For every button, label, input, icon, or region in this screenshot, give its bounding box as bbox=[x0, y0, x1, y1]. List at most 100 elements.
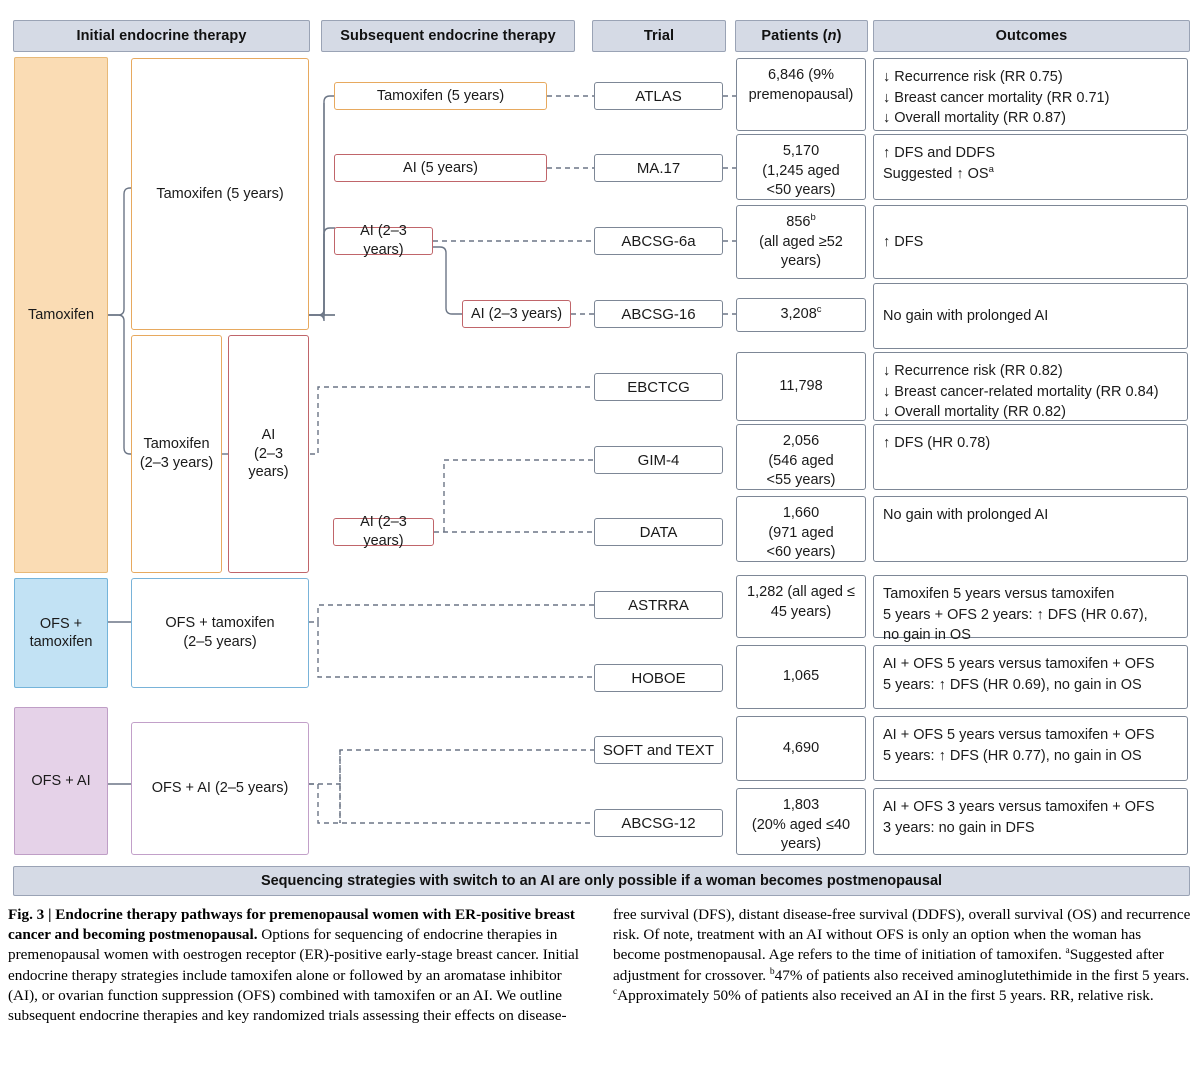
trial-box-abcsg-6a[interactable]: ABCSG-6a bbox=[594, 227, 723, 255]
footnote-marker-b: b bbox=[810, 212, 816, 224]
trial-label: EBCTCG bbox=[627, 378, 690, 396]
trial-box-soft-and-text[interactable]: SOFT and TEXT bbox=[594, 736, 723, 764]
trial-box-gim-4[interactable]: GIM-4 bbox=[594, 446, 723, 474]
footnote-marker-c: c bbox=[816, 304, 822, 316]
trial-box-ma17[interactable]: MA.17 bbox=[594, 154, 723, 182]
patients-box-abcsg-6a: 856b (all aged ≥52 years) bbox=[736, 205, 866, 279]
trial-label: MA.17 bbox=[636, 159, 681, 177]
primary-box-tamoxifen-5-years-label: Tamoxifen (5 years) bbox=[156, 185, 284, 202]
header-subsequent-endocrine-therapy: Subsequent endocrine therapy bbox=[321, 20, 575, 52]
patients-box-astrra: 1,282 (all aged ≤ 45 years) bbox=[736, 575, 866, 638]
primary-box-ofs-ai-2-5-years[interactable]: OFS + AI (2–5 years) bbox=[131, 722, 309, 855]
caption-footnote-c: Approximately 50% of patients also recei… bbox=[617, 986, 1154, 1004]
initial-therapy-ofs-ai[interactable]: OFS + AI bbox=[14, 707, 108, 855]
trial-box-hoboe[interactable]: HOBOE bbox=[594, 664, 723, 692]
outcome-box-abcsg-12: AI + OFS 3 years versus tamoxifen + OFS … bbox=[873, 788, 1188, 855]
patients-box-ebctcg: 11,798 bbox=[736, 352, 866, 421]
subsequent-box-tamoxifen-5-years-label: Tamoxifen (5 years) bbox=[376, 87, 505, 104]
trial-box-astrra[interactable]: ASTRRA bbox=[594, 591, 723, 619]
patients-value: 6,846 (9% premenopausal) bbox=[748, 67, 854, 103]
patients-box-hoboe: 1,065 bbox=[736, 645, 866, 709]
outcome-box-hoboe: AI + OFS 5 years versus tamoxifen + OFS … bbox=[873, 645, 1188, 709]
caption-figure-label: Fig. 3 | bbox=[8, 906, 56, 923]
outcome-box-soft-and-text: AI + OFS 5 years versus tamoxifen + OFS … bbox=[873, 716, 1188, 781]
header-outcomes: Outcomes bbox=[873, 20, 1190, 52]
caption-footnote-a-marker: a bbox=[1065, 946, 1070, 957]
caption-footnote-b: 47% of patients also received aminoglute… bbox=[774, 966, 1190, 984]
header-trial: Trial bbox=[592, 20, 726, 52]
primary-box-ofs-tamoxifen-2-5-years-label: OFS + tamoxifen (2–5 years) bbox=[165, 615, 275, 650]
trial-box-abcsg-12[interactable]: ABCSG-12 bbox=[594, 809, 723, 837]
trial-label: HOBOE bbox=[631, 669, 686, 687]
trial-label: ABCSG-12 bbox=[621, 814, 696, 832]
header-patients: Patients (n) bbox=[735, 20, 868, 52]
header-patients-label: Patients ( bbox=[761, 28, 828, 44]
outcome-box-astrra: Tamoxifen 5 years versus tamoxifen 5 yea… bbox=[873, 575, 1188, 643]
outcome-box-ebctcg: ↓ Recurrence risk (RR 0.82) ↓ Breast can… bbox=[873, 352, 1188, 421]
primary-box-tamoxifen-2-3-years[interactable]: Tamoxifen (2–3 years) bbox=[131, 335, 222, 573]
trial-label: SOFT and TEXT bbox=[602, 741, 715, 759]
caption-body: Options for sequencing of endocrine ther… bbox=[8, 906, 1191, 1025]
outcome-text: AI + OFS 5 years versus tamoxifen + OFS … bbox=[883, 727, 1155, 764]
outcome-box-abcsg-6a: ↑ DFS bbox=[873, 205, 1188, 279]
outcome-text: ↓ Recurrence risk (RR 0.82) ↓ Breast can… bbox=[883, 363, 1159, 421]
primary-box-ofs-ai-2-5-years-label: OFS + AI (2–5 years) bbox=[151, 780, 289, 797]
outcome-text: No gain with prolonged AI bbox=[883, 307, 1049, 324]
outcome-text: ↓ Recurrence risk (RR 0.75) ↓ Breast can… bbox=[883, 69, 1110, 127]
caption-footnote-b-marker: b bbox=[769, 966, 775, 977]
patients-detail: (all aged ≥52 years) bbox=[759, 233, 843, 270]
patients-box-gim-4: 2,056 (546 aged <55 years) bbox=[736, 424, 866, 490]
subsequent-box-ai-2-3-years-a[interactable]: AI (2–3 years) bbox=[334, 223, 433, 258]
outcome-text: AI + OFS 3 years versus tamoxifen + OFS … bbox=[883, 799, 1155, 836]
patients-box-abcsg-16: 3,208c bbox=[736, 298, 866, 332]
header-initial-endocrine-therapy: Initial endocrine therapy bbox=[13, 20, 310, 52]
patients-value: 1,065 bbox=[782, 668, 820, 685]
initial-therapy-tamoxifen-label: Tamoxifen bbox=[27, 306, 95, 323]
outcome-box-abcsg-16: No gain with prolonged AI bbox=[873, 283, 1188, 349]
trial-box-data[interactable]: DATA bbox=[594, 518, 723, 546]
patients-box-data: 1,660 (971 aged <60 years) bbox=[736, 496, 866, 562]
patients-box-abcsg-12: 1,803 (20% aged ≤40 years) bbox=[736, 788, 866, 855]
subsequent-box-ai-2-3-years-b[interactable]: AI (2–3 years) bbox=[462, 300, 571, 328]
primary-box-tamoxifen-5-years[interactable]: Tamoxifen (5 years) bbox=[131, 58, 309, 330]
caption-footnote-c-marker: c bbox=[613, 986, 618, 997]
header-outcomes-label: Outcomes bbox=[995, 28, 1068, 44]
outcome-box-ma17: ↑ DFS and DDFS Suggested ↑ OSa bbox=[873, 134, 1188, 200]
footer-note-bar: Sequencing strategies with switch to an … bbox=[13, 866, 1190, 896]
trial-label: ABCSG-16 bbox=[621, 305, 696, 323]
initial-therapy-ofs-ai-label: OFS + AI bbox=[31, 772, 91, 789]
caption-footnote-a: Suggested after adjustment for crossover… bbox=[613, 946, 1164, 984]
footnote-marker-a: a bbox=[988, 163, 994, 175]
subsequent-box-ai-2-3-years-c[interactable]: AI (2–3 years) bbox=[333, 514, 434, 549]
patients-box-soft-and-text: 4,690 bbox=[736, 716, 866, 781]
subsequent-box-ai-5-years[interactable]: AI (5 years) bbox=[334, 154, 547, 182]
primary-box-ofs-tamoxifen-2-5-years[interactable]: OFS + tamoxifen (2–5 years) bbox=[131, 578, 309, 688]
primary-box-tamoxifen-2-3-years-label: Tamoxifen (2–3 years) bbox=[139, 436, 214, 471]
patients-box-ma17: 5,170 (1,245 aged <50 years) bbox=[736, 134, 866, 200]
primary-box-ai-2-3-years-label: AI (2–3 years) bbox=[248, 426, 289, 481]
patients-box-atlas: 6,846 (9% premenopausal) bbox=[736, 58, 866, 131]
initial-therapy-tamoxifen[interactable]: Tamoxifen bbox=[14, 57, 108, 573]
trial-box-atlas[interactable]: ATLAS bbox=[594, 82, 723, 110]
outcome-text: AI + OFS 5 years versus tamoxifen + OFS … bbox=[883, 656, 1155, 693]
patients-value: 1,803 (20% aged ≤40 years) bbox=[751, 797, 851, 853]
patients-value: 11,798 bbox=[779, 377, 823, 394]
figure-caption: Fig. 3 | Endocrine therapy pathways for … bbox=[8, 905, 1192, 1070]
patients-value: 4,690 bbox=[782, 739, 820, 756]
subsequent-box-tamoxifen-5-years[interactable]: Tamoxifen (5 years) bbox=[334, 82, 547, 110]
figure-panel: Initial endocrine therapy Subsequent end… bbox=[13, 20, 1190, 896]
trial-label: DATA bbox=[639, 523, 678, 541]
trial-box-abcsg-16[interactable]: ABCSG-16 bbox=[594, 300, 723, 328]
trial-box-ebctcg[interactable]: EBCTCG bbox=[594, 373, 723, 401]
trial-label: ASTRRA bbox=[628, 596, 689, 614]
initial-therapy-ofs-tamoxifen-label: OFS + tamoxifen bbox=[29, 615, 93, 650]
outcome-text: ↑ DFS (HR 0.78) bbox=[883, 435, 991, 451]
trial-label: ABCSG-6a bbox=[621, 232, 696, 250]
initial-therapy-ofs-tamoxifen[interactable]: OFS + tamoxifen bbox=[14, 578, 108, 688]
subsequent-box-ai-5-years-label: AI (5 years) bbox=[403, 159, 478, 176]
outcome-text: ↑ DFS and DDFS Suggested ↑ OSa bbox=[883, 143, 995, 184]
primary-box-ai-2-3-years[interactable]: AI (2–3 years) bbox=[228, 335, 309, 573]
header-patients-n: n bbox=[827, 28, 837, 44]
header-trial-label: Trial bbox=[643, 28, 675, 44]
subsequent-box-ai-2-3-years-b-label: AI (2–3 years) bbox=[470, 305, 563, 322]
